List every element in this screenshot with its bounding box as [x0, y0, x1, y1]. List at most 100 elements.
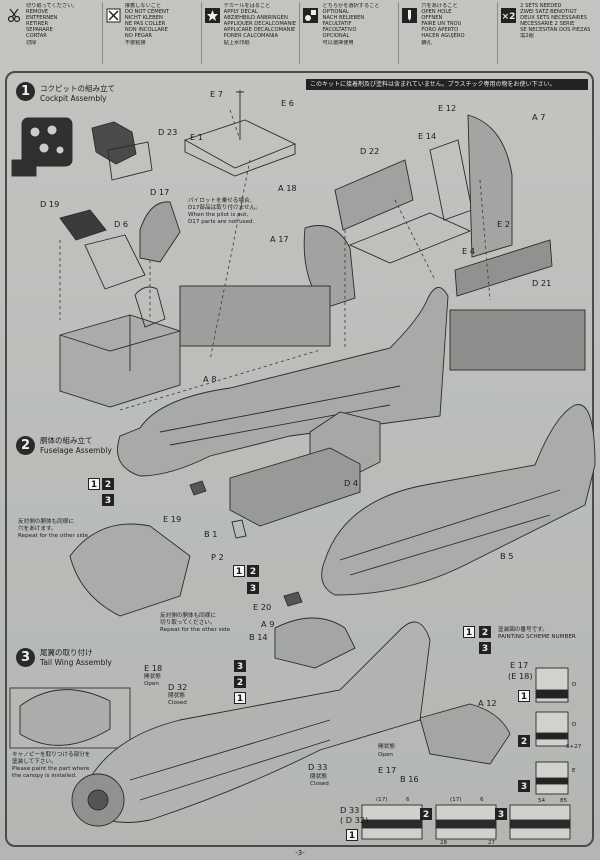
scheme-2-box: 2 — [247, 565, 259, 577]
door-e20-drawing — [283, 591, 303, 607]
part-label-d33: D 33 — [308, 762, 328, 772]
scheme-1-box: 1 — [518, 690, 530, 702]
part-label-b1: B 1 — [204, 529, 218, 539]
legend-line: 可以選擇使用 — [322, 39, 354, 46]
closed-label: Closed — [168, 700, 187, 706]
legend-line: NO PEGAR — [124, 33, 153, 40]
page-number: -3- — [295, 849, 305, 857]
legend-line: 鑽孔 — [421, 39, 432, 46]
pilot-note-en-1: When the pilot is put, — [188, 212, 249, 218]
scheme-2-box: 2 — [234, 676, 246, 688]
legend-line: 不要粘接 — [124, 39, 146, 46]
part-label-d23: D 23 — [158, 127, 178, 137]
part-label-a9: A 9 — [261, 619, 275, 629]
painting-scheme-note-en: PAINTING SCHEME NUMBER — [498, 634, 576, 640]
scheme-1-box: 1 — [88, 478, 100, 490]
part-label-a7: A 7 — [532, 112, 546, 122]
closed-label: Closed — [310, 781, 329, 787]
part-label-d32: D 32 — [168, 682, 188, 692]
cockpit-detail-inset — [449, 309, 586, 371]
canopy-detail-drawing — [19, 689, 111, 746]
legend-line: 2 SETS NEEDED — [520, 3, 562, 9]
legend-line: DEUX SETS NECESSAIRES — [520, 15, 588, 22]
legend-line: OPTIONAL — [322, 9, 349, 16]
legend-no-glue: 接着しないこと DO NOT CEMENT NICHT KLEBEN NE PA… — [103, 2, 202, 64]
legend-line: PONER CALCOMANIA — [223, 33, 279, 40]
step-1-number: 1 — [16, 82, 35, 101]
step-2-title-en: Fuselage Assembly — [40, 446, 112, 455]
legend-line: CORTAR — [26, 33, 47, 40]
legend-line: ÖFFNEN — [421, 15, 443, 22]
part-label-b14: B 14 — [249, 632, 268, 642]
legend-line: 切り取ってください。 — [26, 3, 78, 9]
scheme-3-box: 3 — [518, 780, 530, 792]
scheme-1-box: 1 — [234, 692, 246, 704]
legend-line: 穴をあけること — [421, 3, 458, 9]
instrument-panel-drawing — [11, 117, 73, 177]
part-label-d21: D 21 — [532, 278, 552, 288]
canopy-note-en-2: the canopy is installed. — [12, 773, 77, 779]
legend-line: 接着しないこと — [124, 3, 162, 9]
legend-line: NE PAS COLLER — [124, 21, 166, 28]
rudder-pedal-drawing — [107, 141, 153, 181]
scheme-2-box: 2 — [102, 478, 114, 490]
legend-line: どちらかを選択すること — [322, 3, 380, 9]
fuselage-cutout-left-drawing — [69, 523, 191, 617]
scheme-1-box: 1 — [346, 829, 358, 841]
open-label: Open — [144, 681, 159, 687]
part-label-d17: D 17 — [150, 187, 170, 197]
color-label: 6 — [480, 797, 484, 803]
closed-jp-label: 閉状態 — [310, 774, 327, 780]
fuselage-b5-drawing — [321, 404, 596, 596]
legend-two-sets: ×2 2 SETS NEEDED ZWEI SATZ BENÖTIGT DEUX… — [498, 2, 596, 64]
part-label-e7: E 7 — [210, 89, 223, 99]
part-label-e17-b: E 17 — [510, 660, 529, 670]
repeat-note-1-jp-2: 穴をあけます。 — [18, 526, 57, 532]
canopy-frame-e14-drawing — [429, 139, 473, 221]
star-icon — [204, 8, 220, 23]
seat-d19-drawing — [59, 209, 107, 241]
step-1-title-en: Cockpit Assembly — [40, 94, 107, 103]
right-stab-a12-drawing — [419, 703, 511, 765]
legend-line: 切除 — [26, 39, 37, 46]
legend-line: NICHT KLEBEN — [124, 15, 163, 22]
part-label-d22: D 22 — [360, 146, 380, 156]
scheme-2-box: 2 — [518, 735, 530, 747]
part-label-a18: A 18 — [278, 183, 297, 193]
side-console-drawing — [179, 285, 331, 347]
painting-scheme-note-jp: 塗装図の番号です。 — [498, 627, 548, 633]
closed-jp-label: 閉状態 — [168, 693, 185, 699]
step-2-number: 2 — [16, 436, 35, 455]
pilot-note-jp-1: パイロットを乗せる場合、 — [188, 198, 256, 204]
color-e-label: E — [572, 768, 576, 774]
legend-line: SE NECESITAN DOS PIEZAS — [520, 27, 591, 34]
part-label-a8: A 8 — [203, 374, 217, 384]
part-label-p2: P 2 — [211, 552, 224, 562]
legend-line: FORO APERTO — [421, 27, 459, 34]
color-54-label: 54 — [538, 798, 546, 804]
legend-line: OPEN HOLE — [421, 9, 452, 16]
open-label: Open — [378, 752, 393, 758]
color-label: 6 — [406, 797, 410, 803]
part-label-e18-b: (E 18) — [508, 671, 533, 681]
bulkhead-d22-drawing — [334, 159, 414, 231]
scheme-3-box: 3 — [234, 660, 246, 672]
legend-cut: 切り取ってください。 REMOVE ENTFERNEN RETIRER SEPA… — [4, 2, 103, 64]
optional-icon — [303, 8, 319, 23]
legend-line: APPLIQUER DECALCOMANIE — [223, 21, 297, 28]
open-jp-label: 開状態 — [378, 744, 395, 750]
part-label-e18: E 18 — [144, 663, 163, 673]
no-glue-paint-notice: このキットに接着剤及び塗料は含まれていません。プラスチック専用の物をお使い下さい… — [306, 79, 588, 90]
scheme-2-box: 2 — [479, 626, 491, 638]
legend-drill: 穴をあけること OPEN HOLE ÖFFNEN FAIRE UN TROU F… — [399, 2, 499, 64]
armor-a7-drawing — [467, 114, 513, 258]
legend-line: RETIRER — [26, 21, 49, 28]
stick-drawing — [236, 90, 244, 140]
repeat-note-1-en: Repeat for the other side — [18, 533, 89, 539]
legend-line: FACULTATIF — [322, 21, 352, 28]
legend-line: OPCIONAL — [322, 33, 350, 40]
legend-line: APPLY DECAL — [223, 9, 258, 16]
no-cement-icon — [106, 8, 121, 23]
